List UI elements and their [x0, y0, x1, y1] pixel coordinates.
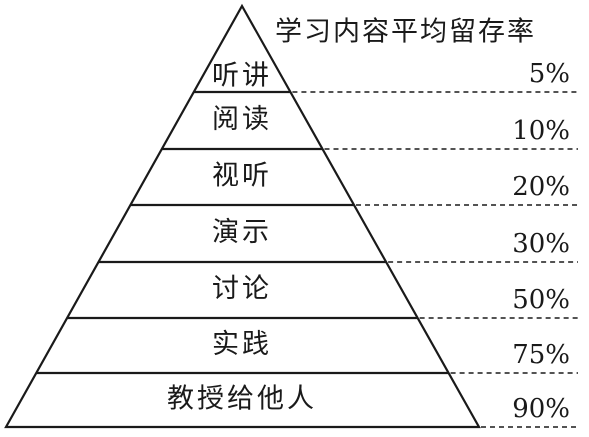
- retention-rate-value: 20%: [512, 172, 570, 202]
- retention-rate-value: 10%: [512, 116, 570, 146]
- tier-label: 听讲: [212, 61, 272, 92]
- pyramid-triangle: [4, 3, 481, 429]
- tier-label: 阅读: [212, 104, 272, 135]
- pyramid-dividers: [36, 90, 449, 375]
- rate-leader-lines: [292, 91, 578, 428]
- retention-rate-value: 50%: [512, 285, 570, 315]
- tier-label: 演示: [212, 217, 272, 248]
- retention-rate-value: 90%: [512, 394, 570, 424]
- tier-label: 视听: [212, 161, 272, 192]
- retention-rate-value: 30%: [512, 229, 570, 259]
- retention-rate-value: 75%: [512, 340, 570, 370]
- pyramid-outline: [4, 3, 481, 429]
- retention-rate-value: 5%: [529, 59, 570, 89]
- rate-labels: 5% 10% 20% 30% 50% 75% 90%: [512, 59, 570, 424]
- tier-label: 教授给他人: [167, 384, 317, 415]
- retention-rate-title: 学习内容平均留存率: [275, 17, 536, 48]
- tier-label: 讨论: [212, 274, 272, 305]
- tier-label: 实践: [212, 329, 272, 360]
